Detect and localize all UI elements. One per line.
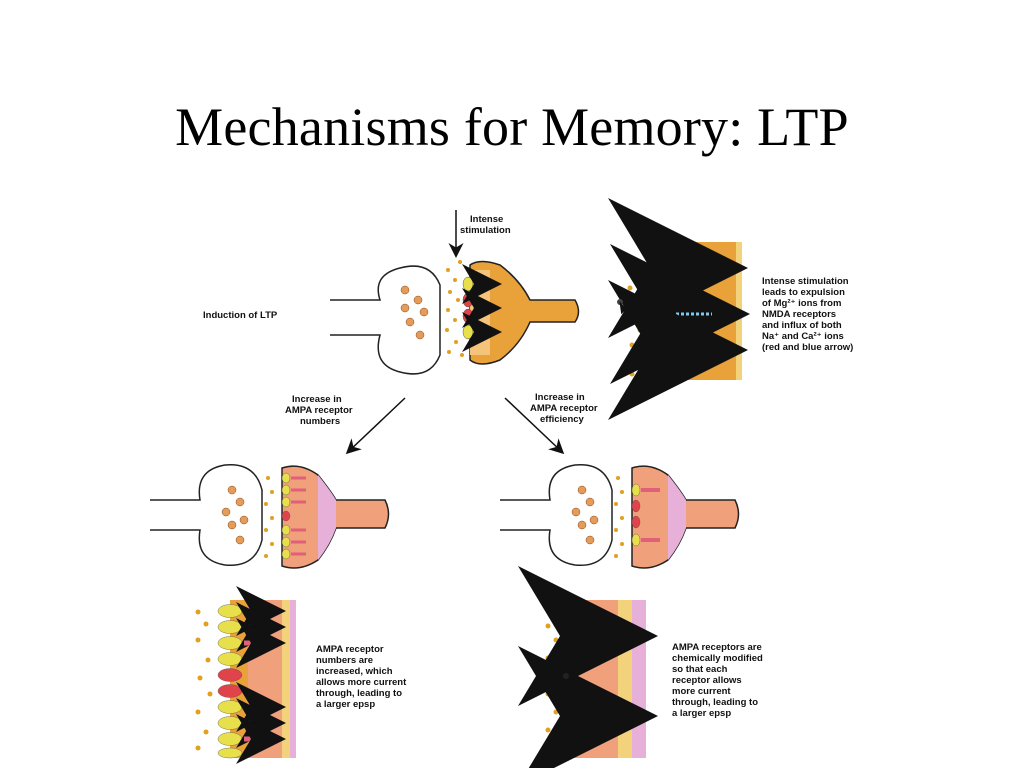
synapse-modified-receptors [500, 463, 740, 569]
label-nmda-caption: Intense stimulation leads to expulsion o… [762, 276, 853, 353]
nmda-zoom-panel [608, 198, 750, 420]
synapse-more-receptors [150, 463, 390, 569]
label-efficiency-caption: AMPA receptors are chemically modified s… [672, 642, 765, 719]
slide-title: Mechanisms for Memory: LTP [175, 97, 849, 157]
label-increase-efficiency: Increase in AMPA receptor efficiency [530, 392, 600, 425]
label-intense-stimulation: Intense stimulation [460, 214, 511, 236]
label-increase-numbers: Increase in AMPA receptor numbers [285, 394, 355, 427]
ampa-numbers-panel [195, 586, 296, 764]
label-numbers-caption: AMPA receptor numbers are increased, whi… [316, 644, 409, 710]
label-induction: Induction of LTP [203, 310, 278, 321]
synapse-induction [330, 260, 580, 375]
ampa-efficiency-panel [518, 566, 660, 768]
